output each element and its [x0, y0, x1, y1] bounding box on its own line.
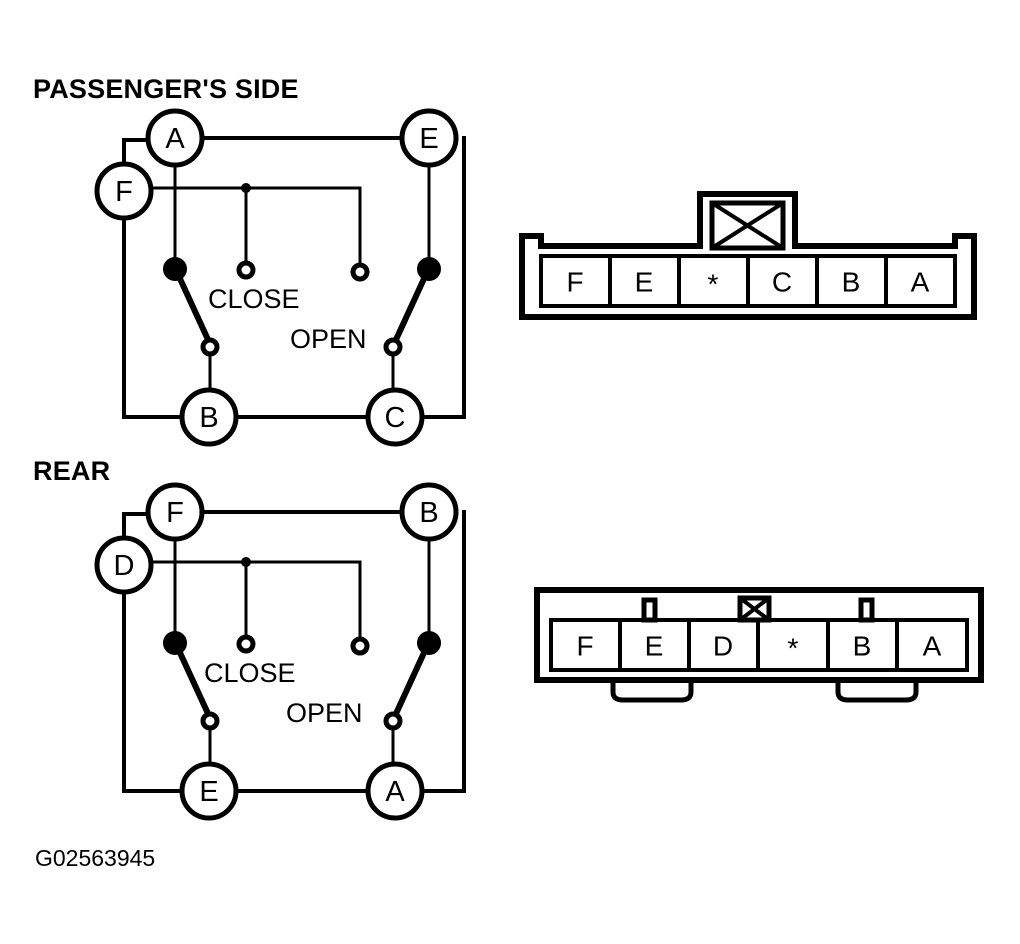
connector-top[interactable]: F E * C B A	[519, 191, 977, 320]
terminal-circle-passenger-bottom-left[interactable]	[179, 387, 239, 447]
terminal-circle-rear-top-right[interactable]	[399, 482, 459, 542]
contact-open-center-passenger	[350, 262, 370, 282]
terminal-label-rear-bottom-right: A	[385, 776, 405, 808]
x-box-icon-bottom-cross	[738, 596, 771, 622]
state-label-close-rear: CLOSE	[204, 658, 296, 688]
connector-bottom-pin-label-5: A	[923, 631, 942, 662]
terminal-label-passenger-bottom-right: C	[385, 402, 406, 434]
switch-pivot-right-rear	[417, 631, 441, 655]
connector-top-pin-label-3: C	[772, 267, 792, 298]
contact-left-lower-rear	[200, 711, 220, 731]
terminal-circle-passenger-top-right[interactable]	[399, 108, 459, 168]
contact-left-lower-passenger	[200, 337, 220, 357]
contact-right-lower-rear	[383, 711, 403, 731]
x-box-icon-cross	[710, 201, 785, 250]
state-label-close-passenger: CLOSE	[208, 284, 300, 314]
state-label-open-passenger: OPEN	[290, 324, 367, 354]
switch-arm-right-passenger	[391, 267, 431, 347]
terminal-circle-rear-top-left[interactable]	[145, 482, 205, 542]
circuit-passenger-side: A F E B C CLOSE OPEN	[94, 108, 466, 447]
bus-junction-dot-rear	[241, 557, 251, 567]
terminal-circle-rear-bottom-right[interactable]	[365, 761, 425, 821]
terminal-label-passenger-left: F	[115, 176, 133, 208]
connector-bottom-pin-label-4: B	[853, 631, 872, 662]
connector-bottom-pin-label-1: E	[645, 631, 664, 662]
x-box-icon-bottom-connector	[737, 595, 772, 623]
connector-bottom[interactable]: F E D * B A	[534, 587, 984, 703]
connector-top-pin-label-1: E	[635, 267, 654, 298]
connector-top-pin-label-4: B	[842, 267, 861, 298]
switch-arm-right-rear	[391, 641, 431, 721]
post-icon-left	[641, 597, 658, 623]
terminal-circle-rear-left[interactable]	[94, 535, 154, 595]
connector-bottom-pin-label-2: D	[713, 631, 733, 662]
contact-right-lower-passenger	[383, 337, 403, 357]
connector-bottom-pin-label-0: F	[576, 631, 593, 662]
terminal-label-passenger-top-left: A	[165, 123, 185, 155]
terminal-label-passenger-top-right: E	[419, 123, 438, 155]
wire-left-rail-passenger	[122, 216, 186, 419]
terminal-circle-passenger-top-left[interactable]	[145, 108, 205, 168]
contact-open-center-rear	[350, 636, 370, 656]
circuit-rear: F D B E A CLOSE OPEN	[94, 482, 466, 821]
terminal-label-rear-top-right: B	[419, 497, 438, 529]
section-title-passenger: PASSENGER'S SIDE	[33, 74, 299, 104]
switch-pivot-left-passenger	[163, 257, 187, 281]
connector-top-shell	[519, 191, 977, 320]
connector-top-pin-label-2: *	[708, 269, 719, 300]
switch-pivot-right-passenger	[417, 257, 441, 281]
latch-icon-left	[610, 680, 694, 703]
connector-top-pin-label-0: F	[566, 267, 583, 298]
terminal-circle-rear-bottom-left[interactable]	[179, 761, 239, 821]
x-box-icon	[709, 200, 786, 251]
connector-top-pin-label-5: A	[911, 267, 930, 298]
connector-bottom-pin-label-3: *	[788, 633, 799, 664]
terminal-circle-passenger-bottom-right[interactable]	[365, 387, 425, 447]
figure-caption: G02563945	[35, 845, 155, 871]
contact-close-center-rear	[236, 634, 256, 654]
bus-junction-dot-passenger	[241, 183, 251, 193]
terminal-label-rear-bottom-left: E	[199, 776, 218, 808]
switch-pivot-left-rear	[163, 631, 187, 655]
switch-arm-left-rear	[173, 641, 213, 721]
terminal-circle-passenger-left[interactable]	[94, 161, 154, 221]
terminal-label-rear-left: D	[114, 550, 135, 582]
section-title-rear: REAR	[33, 456, 110, 486]
wire-left-rail-rear	[122, 590, 186, 793]
wire-right-rail-passenger	[417, 136, 466, 419]
switch-arm-left-passenger	[173, 267, 213, 347]
terminal-label-rear-top-left: F	[166, 497, 184, 529]
post-icon-right	[858, 597, 875, 623]
terminal-label-passenger-bottom-left: B	[199, 402, 218, 434]
connector-bottom-shell	[534, 587, 984, 683]
contact-close-center-passenger	[236, 260, 256, 280]
latch-icon-right	[835, 680, 919, 703]
state-label-open-rear: OPEN	[286, 698, 363, 728]
wire-right-rail-rear	[417, 510, 466, 793]
